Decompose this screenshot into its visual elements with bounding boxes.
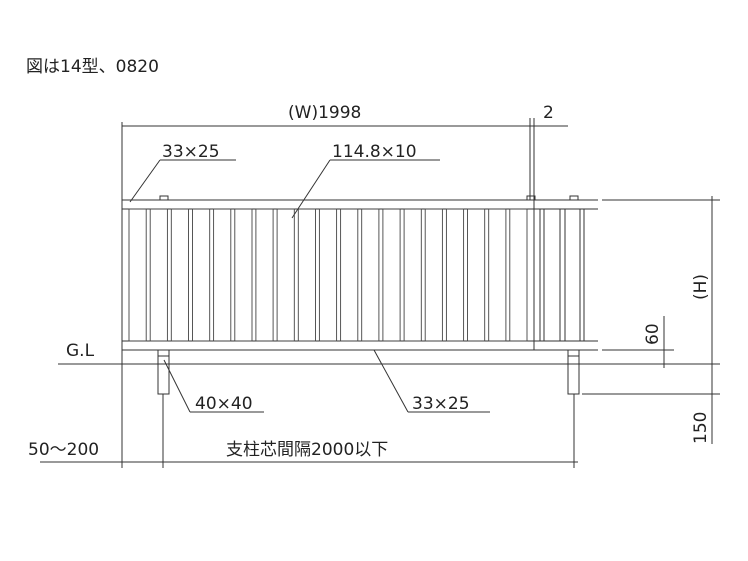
fence-slat <box>340 208 359 342</box>
width-dimension <box>121 118 568 200</box>
fence-slat <box>488 208 507 342</box>
ground-line-label: G.L <box>66 341 95 361</box>
fence-slat <box>403 208 422 342</box>
fence-slat <box>424 208 443 342</box>
fence-slat <box>255 208 274 342</box>
fence-slat <box>213 208 232 342</box>
fence-slat <box>128 208 147 342</box>
fence-slat <box>382 208 401 342</box>
gap-label: 2 <box>543 103 554 123</box>
fence-slat <box>276 208 295 342</box>
height-label: (H) <box>691 274 711 300</box>
fence-slat <box>149 208 168 342</box>
bottom-dimension <box>40 350 578 468</box>
fence-slat <box>192 208 211 342</box>
fence-slat <box>318 208 338 342</box>
post-spacing-label: 支柱芯間隔2000以下 <box>226 440 388 460</box>
embed-depth-label: 150 <box>691 412 711 444</box>
post-label: 40×40 <box>195 394 253 414</box>
fence-slat <box>467 208 486 342</box>
post-right <box>567 349 580 395</box>
fence-slat <box>297 208 316 342</box>
fence-slat <box>361 208 380 342</box>
width-label: (W)1998 <box>288 103 361 123</box>
drawing-caption: 図は14型、0820 <box>26 57 159 77</box>
fence-slat <box>445 208 465 342</box>
fence-slat <box>509 208 528 342</box>
top-rail-label: 33×25 <box>162 142 220 162</box>
leader-lines <box>129 159 490 413</box>
clearance-label: 60 <box>643 323 663 345</box>
bottom-rail-label: 33×25 <box>412 394 470 414</box>
fence-slat <box>170 208 189 342</box>
post-offset-label: 50～200 <box>28 440 99 460</box>
fence-panel <box>121 195 536 351</box>
height-dimension <box>582 196 720 444</box>
post-left <box>157 349 170 395</box>
fence-slat <box>234 208 253 342</box>
fence-slats <box>128 208 528 342</box>
adjacent-panel <box>534 195 598 351</box>
slat-label: 114.8×10 <box>332 142 417 162</box>
